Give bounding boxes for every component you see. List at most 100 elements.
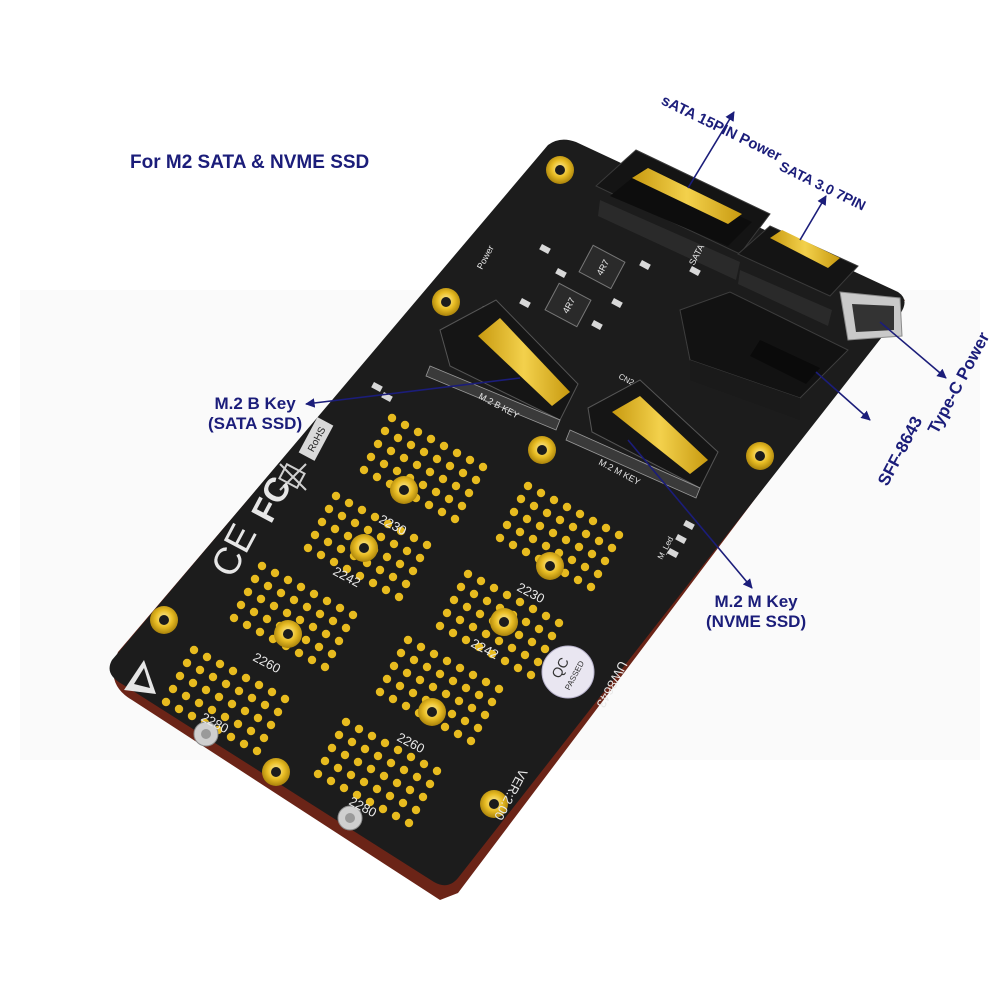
gold-pad-dot <box>416 642 426 652</box>
gold-pad-dot <box>478 462 488 472</box>
gold-pad-dot <box>295 615 305 625</box>
gold-pad-dot <box>437 507 447 517</box>
gold-pad-dot <box>534 624 544 634</box>
gold-pad-dot <box>380 738 390 748</box>
gold-pad-dot <box>386 446 396 456</box>
gold-pad-dot <box>573 575 583 585</box>
gold-pad-dot <box>527 637 537 647</box>
gold-pad-dot <box>568 522 578 532</box>
gold-pad-dot <box>396 648 406 658</box>
gold-pad-dot <box>282 608 292 618</box>
gold-pad-dot <box>464 488 474 498</box>
gold-pad-dot <box>442 656 452 666</box>
gold-pad-dot <box>376 532 386 542</box>
gold-pad-dot <box>409 655 419 665</box>
gold-pad-dot <box>314 642 324 652</box>
gold-pad-dot <box>465 455 475 465</box>
gold-pad-dot <box>419 759 429 769</box>
gold-pad-dot <box>353 757 363 767</box>
gold-pad-dot <box>195 665 205 675</box>
gold-pad-dot <box>207 705 217 715</box>
gold-pad-dot <box>168 684 178 694</box>
gold-pad-dot <box>507 643 517 653</box>
gold-pad-dot <box>317 517 327 527</box>
gold-pad-dot <box>439 441 449 451</box>
sff-8643-connector <box>679 291 849 420</box>
gold-pad-dot <box>607 543 617 553</box>
gold-pad-dot <box>366 764 376 774</box>
gold-pad-dot <box>428 682 438 692</box>
gold-pad-dot <box>425 467 435 477</box>
gold-pad-dot <box>408 688 418 698</box>
gold-pad-dot <box>587 549 597 559</box>
gold-pad-dot <box>389 539 399 549</box>
gold-pad-dot <box>419 447 429 457</box>
gold-pad-dot <box>174 704 184 714</box>
gold-pad-dot <box>320 756 330 766</box>
gold-pad-dot <box>259 733 269 743</box>
gold-pad-dot <box>375 565 385 575</box>
gold-pad-dot <box>255 627 265 637</box>
gold-pad-dot <box>402 546 412 556</box>
gold-pad-dot <box>435 621 445 631</box>
gold-pad-dot <box>468 622 478 632</box>
gold-pad-dot <box>221 679 231 689</box>
gold-pad-dot <box>324 504 334 514</box>
gold-pad-dot <box>415 675 425 685</box>
gold-pad-dot <box>500 656 510 666</box>
gold-pad-dot <box>502 590 512 600</box>
gold-pad-dot <box>368 578 378 588</box>
gold-pad-dot <box>330 524 340 534</box>
gold-pad-dot <box>482 596 492 606</box>
gold-pad-dot <box>535 521 545 531</box>
gold-pad-dot <box>594 536 604 546</box>
gold-pad-dot <box>327 743 337 753</box>
gold-pad-dot <box>249 607 259 617</box>
gold-pad-dot <box>451 481 461 491</box>
gold-pad-dot <box>412 772 422 782</box>
gold-pad-dot <box>541 541 551 551</box>
gold-pad-dot <box>396 526 406 536</box>
gold-pad-dot <box>600 556 610 566</box>
gold-pad-dot <box>441 689 451 699</box>
gold-pad-dot <box>601 523 611 533</box>
gold-pad-dot <box>276 588 286 598</box>
gold-pad-dot <box>348 610 358 620</box>
gold-pad-dot <box>309 589 319 599</box>
gold-pad-dot <box>208 672 218 682</box>
callout-m-key: M.2 M Key (NVME SSD) <box>706 592 806 631</box>
gold-pad-dot <box>188 678 198 688</box>
gold-pad-dot <box>580 562 590 572</box>
gold-pad-dot <box>442 608 452 618</box>
gold-pad-dot <box>471 475 481 485</box>
gold-pad-dot <box>181 691 191 701</box>
gold-pad-dot <box>514 630 524 640</box>
gold-pad-dot <box>322 596 332 606</box>
gold-pad-dot <box>409 533 419 543</box>
gold-pad-dot <box>354 724 364 734</box>
gold-pad-dot <box>575 509 585 519</box>
gold-pad-dot <box>352 790 362 800</box>
gold-pad-dot <box>513 663 523 673</box>
gold-pad-dot <box>475 609 485 619</box>
esd-warning-icon <box>124 660 156 694</box>
gold-pad-dot <box>328 616 338 626</box>
gold-pad-dot <box>473 723 483 733</box>
gold-pad-dot <box>394 592 404 602</box>
gold-pad-dot <box>468 670 478 680</box>
gold-pad-dot <box>461 683 471 693</box>
gold-pad-dot <box>422 540 432 550</box>
gold-pad-dot <box>363 525 373 535</box>
gold-pad-dot <box>542 508 552 518</box>
gold-pad-dot <box>382 552 392 562</box>
gold-pad-dot <box>529 501 539 511</box>
gold-pad-dot <box>392 778 402 788</box>
gold-pad-dot <box>385 791 395 801</box>
gold-pad-dot <box>435 669 445 679</box>
gold-pad-dot <box>310 530 320 540</box>
gold-pad-dot <box>260 700 270 710</box>
gold-pad-dot <box>481 629 491 639</box>
gold-pad-dot <box>334 730 344 740</box>
gold-pad-dot <box>418 480 428 490</box>
